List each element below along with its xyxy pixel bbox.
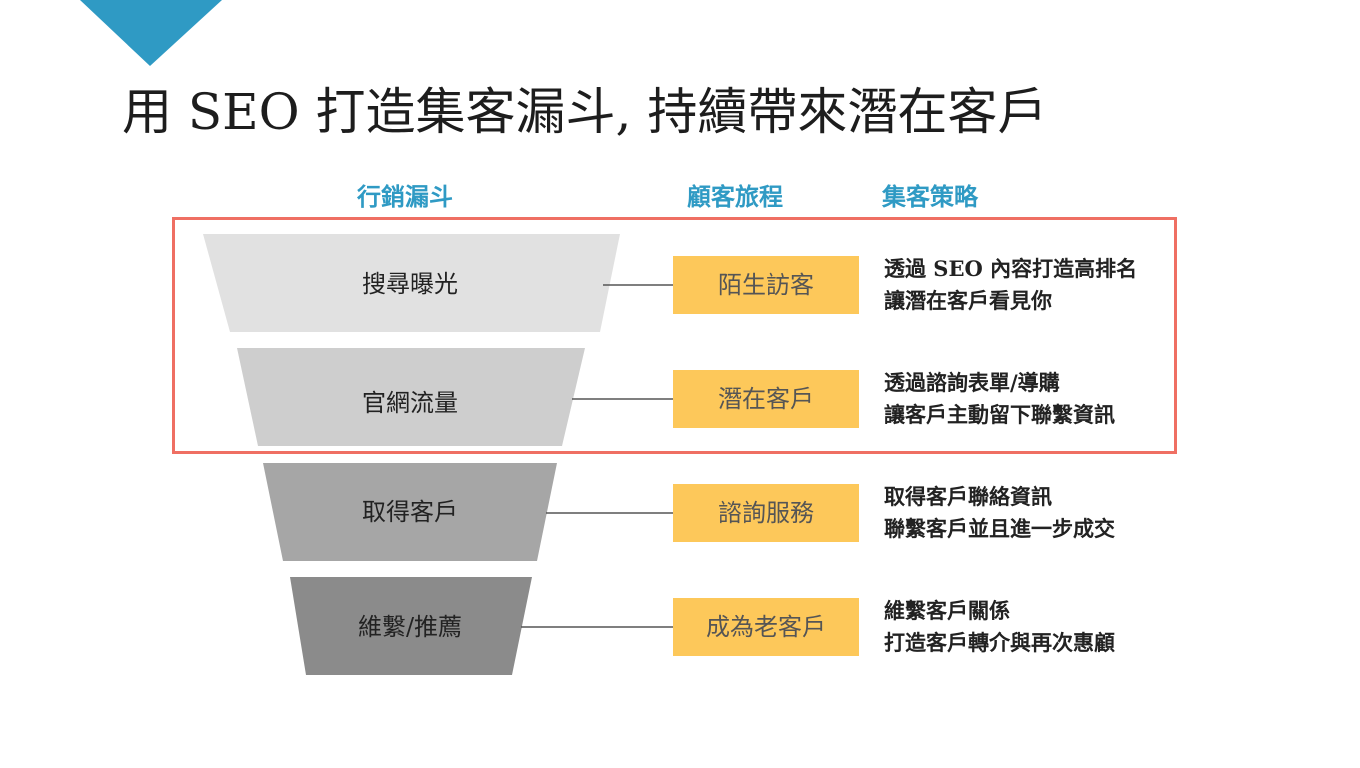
funnel-stage-1-shape [203,234,620,332]
journey-box: 陌生訪客 [673,256,859,314]
journey-box: 成為老客戶 [673,598,859,656]
strategy-line: 透過 SEO 內容打造高排名 [884,256,1138,281]
corner-decoration [80,0,222,66]
funnel-stage-label: 取得客戶 [362,498,458,526]
strategy-line: 打造客戶轉介與再次惠顧 [884,630,1115,655]
strategy-line: 取得客戶聯絡資訊 [884,484,1052,509]
journey-box: 潛在客戶 [673,370,859,428]
header-strategy: 集客策略 [882,183,978,211]
funnel-stage-3-shape [263,463,557,561]
funnel-stage-label: 官網流量 [362,389,458,417]
header-journey: 顧客旅程 [687,183,783,211]
journey-box: 諮詢服務 [673,484,859,542]
funnel-stage-label: 維繫/推薦 [357,613,463,641]
funnel-stage-label: 搜尋曝光 [362,270,458,298]
highlight-box [172,217,1177,454]
header-funnel: 行銷漏斗 [357,183,453,211]
funnel-stage-4-shape [290,577,532,675]
strategy-line: 讓客戶主動留下聯繫資訊 [884,402,1115,427]
slide-title: 用 SEO 打造集客漏斗, 持續帶來潛在客戶 [122,83,1048,141]
strategy-line: 維繫客戶關係 [884,598,1010,623]
strategy-line: 透過諮詢表單/導購 [884,370,1060,395]
strategy-line: 聯繫客戶並且進一步成交 [884,516,1115,541]
strategy-text: 維繫客戶關係 打造客戶轉介與再次惠顧 [884,595,1115,659]
funnel-stage-2-shape [237,348,585,446]
strategy-line: 讓潛在客戶看見你 [884,288,1052,313]
strategy-text: 透過 SEO 內容打造高排名 讓潛在客戶看見你 [884,253,1137,317]
strategy-text: 透過諮詢表單/導購 讓客戶主動留下聯繫資訊 [884,367,1115,431]
strategy-text: 取得客戶聯絡資訊 聯繫客戶並且進一步成交 [884,481,1115,545]
